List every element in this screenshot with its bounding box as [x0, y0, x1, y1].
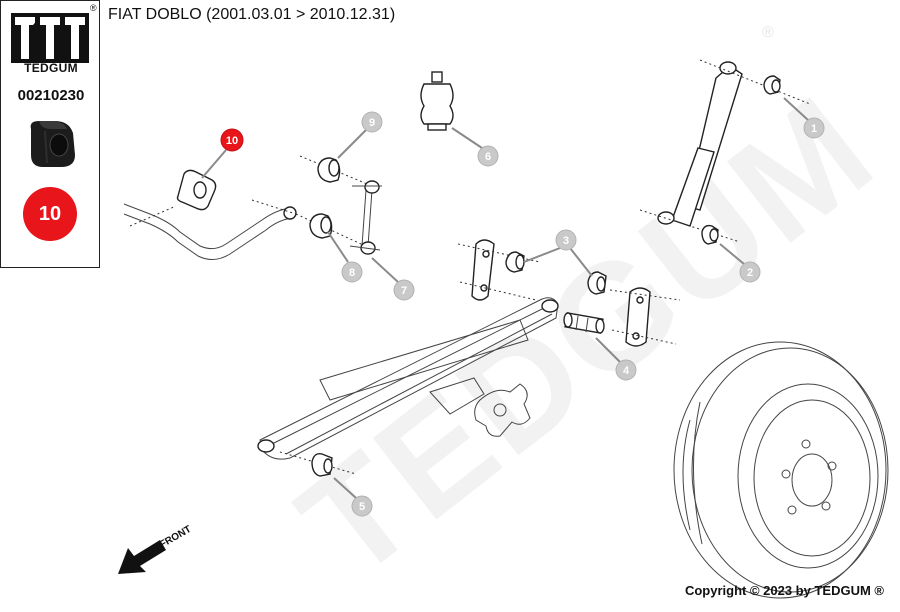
part-5-axle-bushing[interactable]	[279, 451, 357, 477]
callout-1[interactable]: 1	[803, 117, 825, 139]
part-4-spring-eye-bushing[interactable]	[563, 312, 605, 334]
svg-text:4: 4	[623, 365, 630, 377]
brand-name: TEDGUM	[24, 61, 78, 75]
callout-2[interactable]: 2	[739, 261, 761, 283]
callout-9[interactable]: 9	[361, 111, 383, 133]
leader-lines	[201, 97, 809, 499]
callout-4[interactable]: 4	[615, 359, 637, 381]
svg-text:6: 6	[485, 151, 491, 163]
spring-shackles	[457, 239, 681, 347]
callout-10[interactable]: 10	[220, 128, 244, 152]
callout-3[interactable]: 3	[555, 229, 577, 251]
copyright-notice: Copyright © 2023 by TEDGUM ®	[684, 583, 884, 598]
selected-callout-badge: 10	[23, 187, 77, 241]
bushing-photo-icon	[30, 121, 76, 167]
svg-text:8: 8	[349, 267, 355, 279]
callout-6[interactable]: 6	[477, 145, 499, 167]
svg-text:7: 7	[401, 285, 407, 297]
part-3-shackle-bushing-top[interactable]	[505, 251, 525, 273]
part-1-shock-bushing[interactable]	[763, 75, 781, 95]
part-9-bushing[interactable]	[299, 155, 373, 187]
svg-text:9: 9	[369, 117, 375, 129]
front-label: FRONT	[158, 524, 193, 551]
svg-text:3: 3	[563, 235, 569, 247]
stabilizer-bar	[123, 199, 297, 260]
tedgum-logo-icon	[11, 13, 89, 63]
wheel	[673, 341, 889, 599]
callout-8[interactable]: 8	[341, 261, 363, 283]
front-direction-arrow-icon: FRONT	[118, 524, 193, 574]
svg-text:1: 1	[811, 123, 817, 135]
svg-text:5: 5	[359, 501, 365, 513]
part-3-shackle-bushing-bottom[interactable]	[587, 271, 607, 295]
svg-text:2: 2	[747, 267, 753, 279]
leaf-spring-axle	[257, 297, 559, 460]
callout-5[interactable]: 5	[351, 495, 373, 517]
part-number: 00210230	[17, 87, 85, 104]
logo-registered-mark: ®	[90, 3, 97, 13]
part-10-bushing[interactable]	[176, 169, 217, 211]
part-7-stabilizer-link[interactable]	[349, 180, 382, 255]
part-8-bushing[interactable]	[295, 213, 375, 251]
watermark-registered-mark: ®	[762, 24, 774, 41]
part-2-shock-bushing[interactable]	[701, 224, 719, 245]
callout-7[interactable]: 7	[393, 279, 415, 301]
shock-absorber	[639, 59, 811, 243]
svg-text:10: 10	[226, 135, 238, 147]
vehicle-title: FIAT DOBLO (2001.03.01 > 2010.12.31)	[108, 6, 396, 23]
part-6-bump-stop[interactable]	[420, 71, 454, 131]
part-info-panel: ® TEDGUM 00210230 10	[0, 0, 100, 268]
